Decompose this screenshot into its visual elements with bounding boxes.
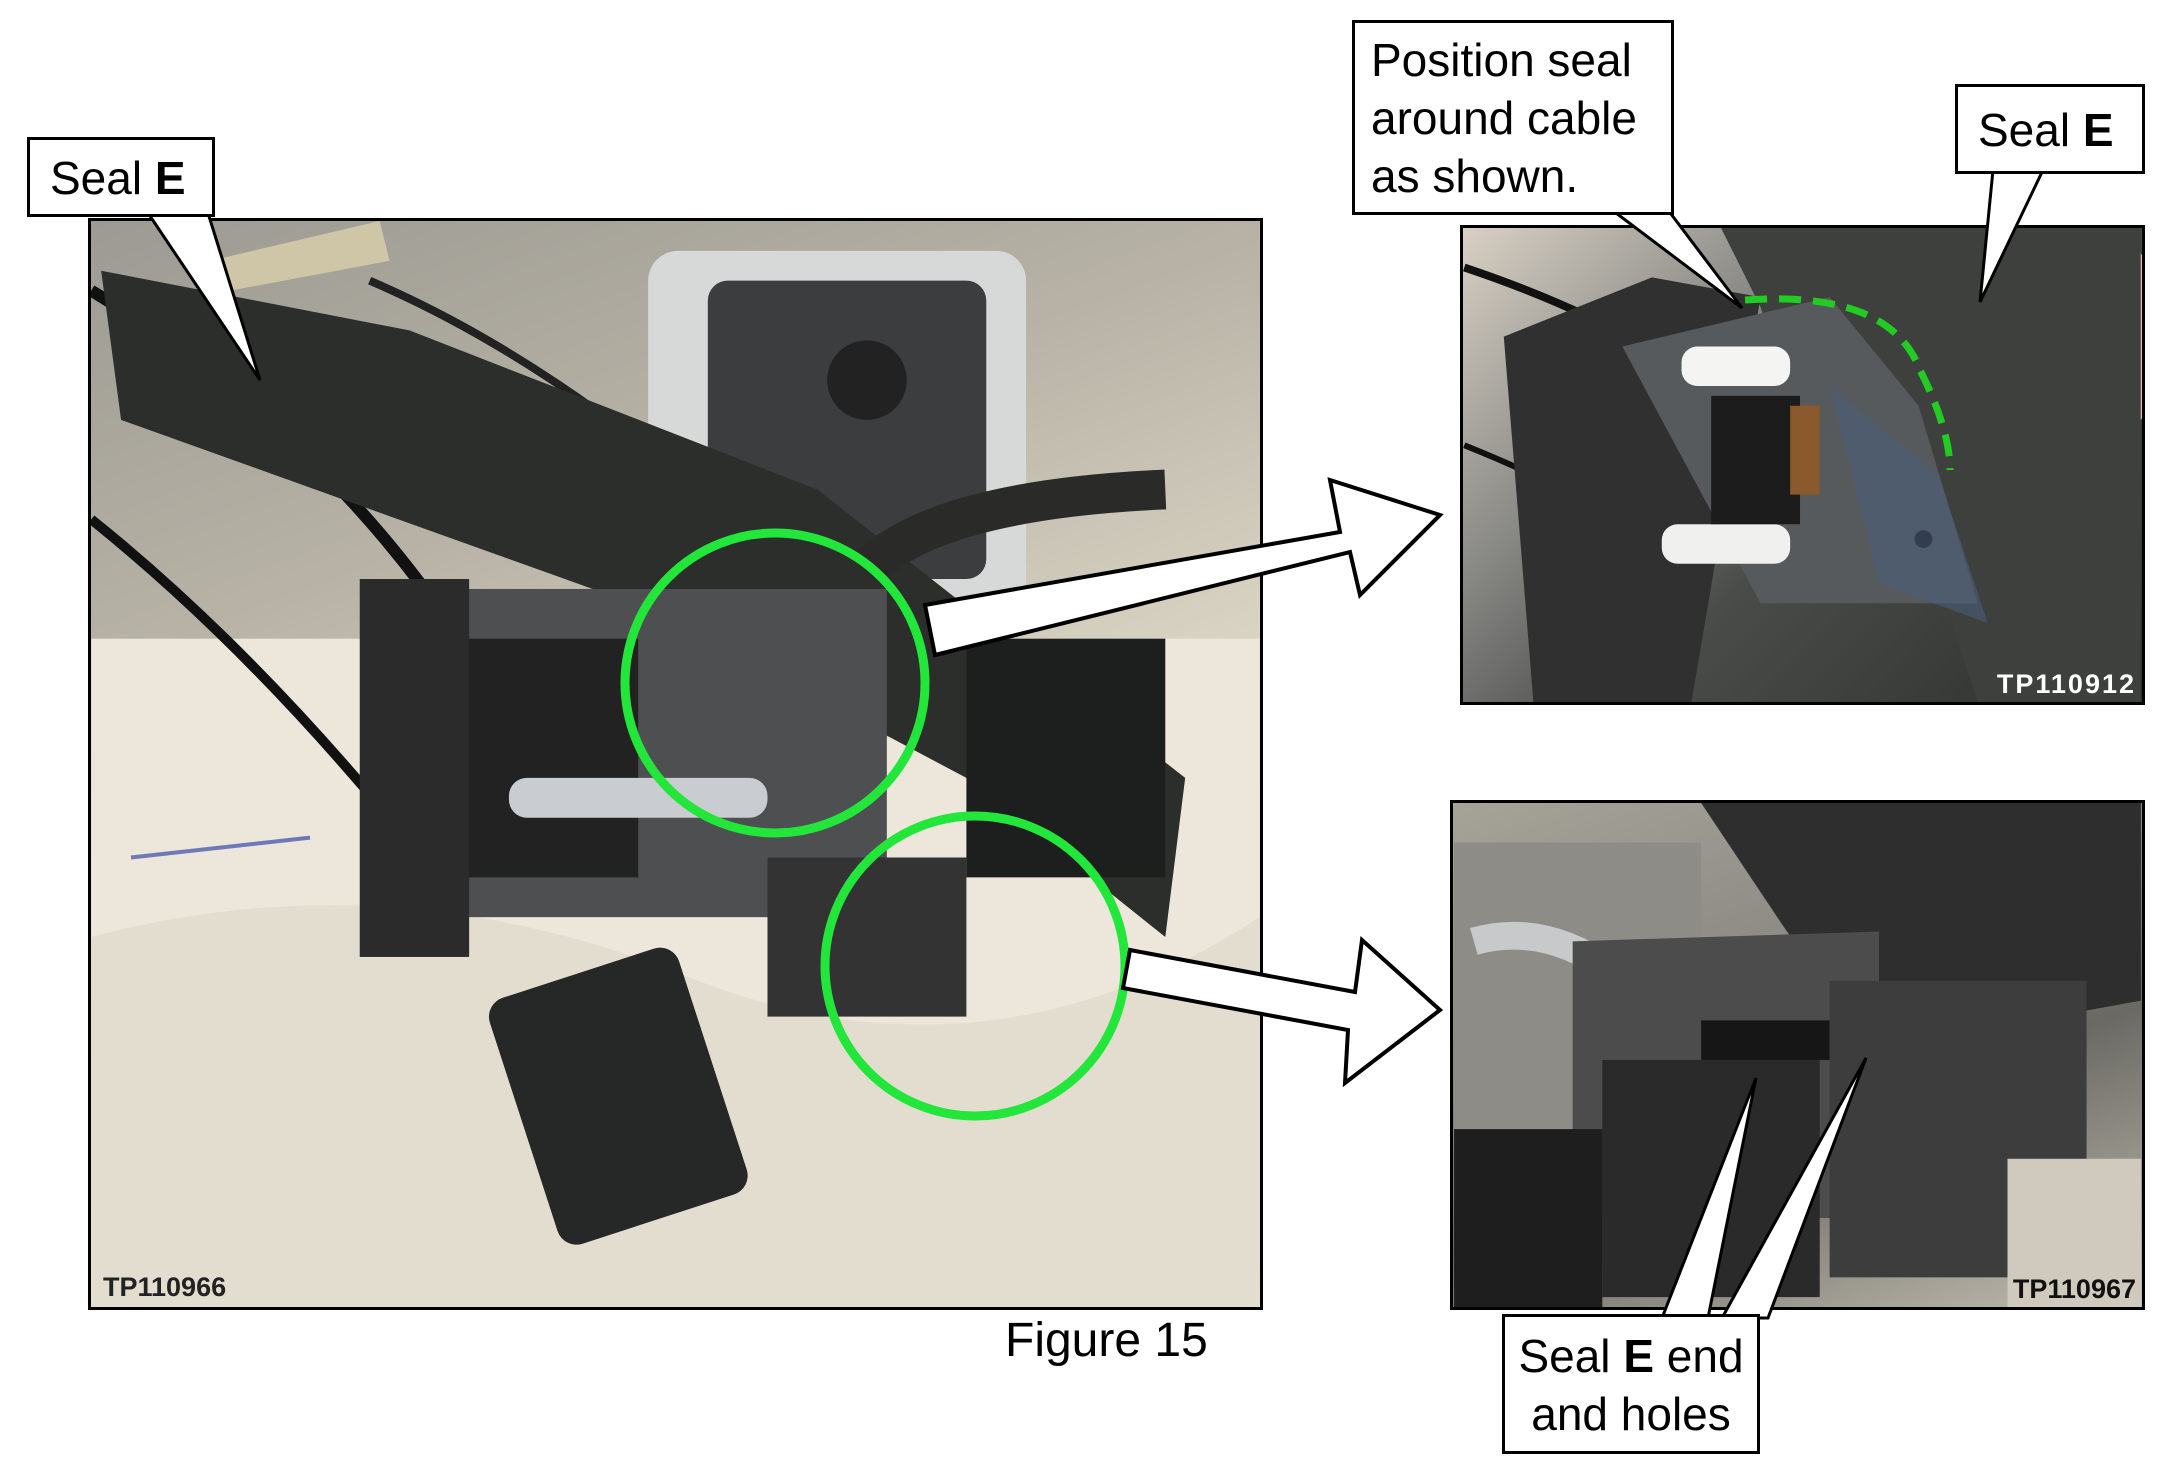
callout-seal-e-end-letter: E xyxy=(1623,1330,1654,1382)
callout-seal-e-end-prefix: Seal xyxy=(1518,1330,1624,1382)
inset-bottom-code: TP110967 xyxy=(2012,1274,2136,1304)
door-lock-actuator-photo xyxy=(91,221,1260,1307)
main-photo: TP110966 xyxy=(88,218,1263,1310)
main-photo-code: TP110966 xyxy=(103,1272,227,1302)
callout-seal-e-right: Seal E xyxy=(1955,84,2145,174)
callout-position-seal: Position seal around cable as shown. xyxy=(1352,20,1674,215)
figure-caption: Figure 15 xyxy=(1005,1314,1208,1367)
callout-seal-e-left-text: Seal xyxy=(50,152,155,204)
inset-top-code: TP110912 xyxy=(1996,669,2136,699)
callout-seal-e-end: Seal E end and holes xyxy=(1502,1314,1760,1454)
seal-cable-closeup-photo xyxy=(1463,228,2142,702)
seal-end-holes-closeup-photo xyxy=(1454,803,2141,1307)
callout-seal-e-left-letter: E xyxy=(154,152,186,204)
callout-position-seal-line2: around cable xyxy=(1371,92,1637,144)
callout-seal-e-end-line1: Seal E end xyxy=(1505,1327,1757,1385)
callout-seal-e-left: Seal E xyxy=(27,137,215,217)
callout-seal-e-end-suffix: end xyxy=(1654,1330,1744,1382)
callout-seal-e-right-letter: E xyxy=(2082,104,2114,156)
inset-photo-bottom: TP110967 xyxy=(1450,800,2145,1310)
callout-position-seal-line1: Position seal xyxy=(1371,34,1632,86)
callout-seal-e-end-line2: and holes xyxy=(1531,1388,1731,1440)
callout-seal-e-right-text: Seal xyxy=(1978,104,2083,156)
inset-photo-top: TP110912 xyxy=(1460,225,2145,705)
callout-position-seal-line3: as shown. xyxy=(1371,150,1579,202)
